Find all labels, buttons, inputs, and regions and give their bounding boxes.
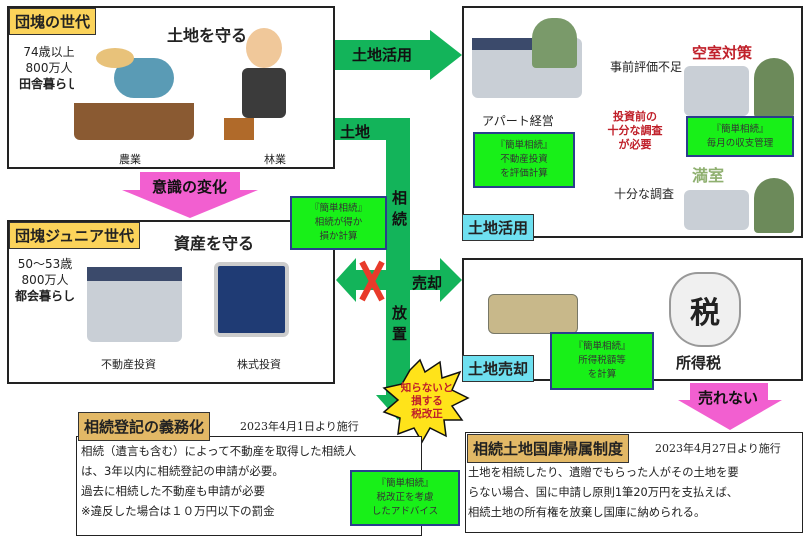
neglect-label: 放置 (390, 305, 408, 347)
junior-panel: 団塊ジュニア世代 資産を守る 50～53歳 800万人 都会暮らし 不動産投資 … (7, 220, 335, 384)
land-use-arrow (334, 30, 462, 80)
national-title: 相続土地国庫帰属制度 (467, 434, 630, 463)
memo-tax-reform: 『簡単相続』税改正を考慮したアドバイス (350, 470, 460, 526)
apartment-owner-illustration (472, 18, 582, 98)
land-use-tag: 土地活用 (462, 214, 535, 241)
boomer-tag: 団塊の世代 (9, 8, 97, 35)
change-arrow (122, 172, 258, 218)
land-sale-tag: 土地売却 (462, 355, 535, 382)
worried-owner-illustration (754, 58, 794, 118)
apartment-caption: アパート経営 (482, 114, 554, 128)
registration-title: 相続登記の義務化 (78, 412, 211, 441)
national-text: 土地を相続したり、遺贈でもらった人がその土地を要らない場合、国に申請し原則1筆2… (468, 466, 739, 519)
boomer-panel: 団塊の世代 土地を守る 74歳以上 800万人 田舎暮らし 農業 林業 (7, 6, 335, 169)
farming-caption: 農業 (119, 153, 141, 166)
junior-title: 資産を守る (174, 234, 255, 253)
sufficient-label: 十分な調査 (614, 187, 675, 201)
forestry-caption: 林業 (264, 153, 286, 166)
inherit-path (334, 118, 420, 420)
stock-caption: 株式投資 (237, 358, 281, 371)
income-tax-label: 所得税 (676, 354, 722, 372)
junior-tag: 団塊ジュニア世代 (9, 222, 140, 249)
full-label: 満室 (692, 166, 725, 185)
tax-bag-icon: 税 (669, 272, 741, 347)
national-date: 2023年4月27日より施行 (655, 442, 781, 455)
sell-label: 売却 (412, 274, 443, 292)
boomer-title: 土地を守る (167, 26, 248, 45)
sell-double-arrow (336, 258, 462, 302)
vacancy-label: 空室対策 (692, 44, 753, 62)
memo-inherit: 『簡単相続』相続が得か損か計算 (290, 196, 387, 250)
registration-text: 相続（遺言も含む）によって不動産を取得した相続人は、3年以内に相続登記の申請が必… (81, 444, 357, 518)
investment-burst-text: 投資前の十分な調査が必要 (607, 110, 663, 151)
unsellable-arrow (678, 383, 782, 430)
stock-illustration (214, 262, 289, 337)
tax-burst (382, 358, 470, 444)
real-estate-caption: 不動産投資 (101, 358, 156, 371)
memo-income-tax: 『簡単相続』所得税額等を計算 (550, 332, 654, 390)
junior-stats: 50～53歳 800万人 都会暮らし (14, 257, 75, 303)
happy-owner-illustration (754, 178, 794, 233)
memo-eval: 『簡単相続』不動産投資を評価計算 (473, 132, 575, 188)
land-use-arrow-label: 土地活用 (352, 46, 413, 64)
real-estate-illustration (87, 267, 182, 342)
memo-monthly: 『簡単相続』毎月の収支管理 (686, 116, 794, 157)
insufficient-label: 事前評価不足 (610, 60, 683, 74)
unsellable-label: 売れない (698, 389, 759, 407)
tax-burst-text: 知らないと損する税改正 (400, 382, 454, 420)
full-building-illustration (684, 190, 749, 230)
change-label: 意識の変化 (152, 178, 228, 196)
boomer-stats: 74歳以上 800万人 田舎暮らし (19, 45, 80, 91)
vacant-building-illustration (684, 66, 749, 116)
farmer-illustration (74, 48, 194, 140)
registration-date: 2023年4月1日より施行 (240, 420, 359, 433)
cash-illustration (488, 294, 578, 334)
inherit-label: 相続 (390, 190, 408, 232)
forester-illustration (224, 28, 304, 143)
land-label: 土地 (340, 123, 371, 141)
